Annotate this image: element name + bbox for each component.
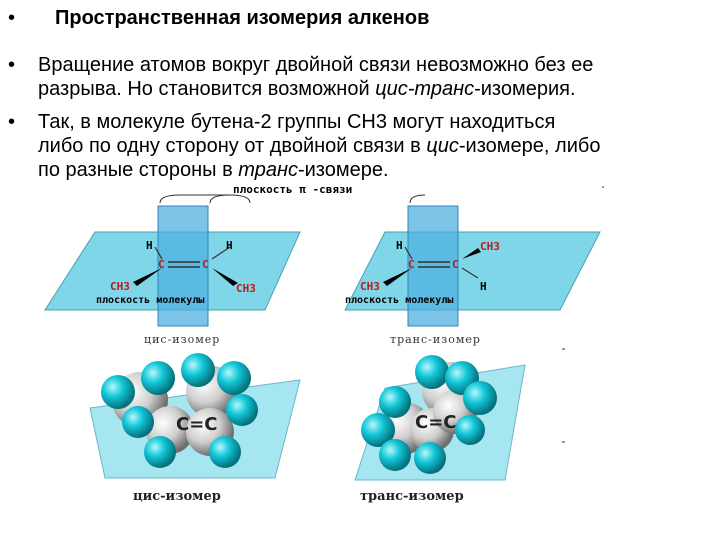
cis-ch3-left: CH3 — [110, 280, 130, 293]
pi-plane-label: плоскость π -связи — [233, 183, 352, 196]
hydrogen-atom — [209, 436, 241, 468]
bottom-trans-caption: транс-изомер — [360, 489, 464, 504]
cis-c-right: C — [202, 258, 209, 271]
bullet-marker: • — [8, 111, 16, 133]
hydrogen-atom — [181, 353, 215, 387]
cis-h-right: H — [226, 239, 233, 252]
cis-scheme: плоскость π -связи H H C C CH3 CH3 плоск… — [44, 183, 352, 346]
hydrogen-atom — [122, 406, 154, 438]
trans-c-right: C — [452, 258, 459, 271]
bullet-3-text: Так, в молекуле бутена-2 группы СН3 могу… — [38, 111, 601, 181]
trans-caption: транс-изомер — [390, 333, 481, 346]
trans-cc-label: C=C — [415, 412, 457, 433]
trans-h-left: H — [396, 239, 403, 252]
cis-c-left: C — [158, 258, 165, 271]
hydrogen-atom — [361, 413, 395, 447]
bullet-marker: • — [8, 54, 16, 76]
molecule-plane-label: плоскость молекулы — [345, 295, 453, 306]
bullet-marker: • — [8, 7, 16, 29]
bottom-cis-caption: цис-изомер — [133, 489, 221, 504]
hydrogen-atom — [463, 381, 497, 415]
cis-h-left: H — [146, 239, 153, 252]
hydrogen-atom — [379, 386, 411, 418]
trans-space-model: C=C транс-изомер — [354, 355, 526, 504]
pi-plane — [157, 205, 209, 327]
hydrogen-atom — [455, 415, 485, 445]
trans-h-right: H — [480, 280, 487, 293]
cis-space-model: C=C цис-изомер — [89, 353, 301, 504]
hydrogen-atom — [217, 361, 251, 395]
cis-ch3-right: CH3 — [236, 282, 256, 295]
hydrogen-atom — [415, 355, 449, 389]
pi-plane — [407, 205, 459, 327]
cis-caption: цис-изомер — [144, 333, 220, 346]
cis-cc-label: C=C — [176, 414, 218, 435]
trans-c-left: C — [408, 258, 415, 271]
molecule-plane-label: плоскость молекулы — [96, 295, 204, 306]
trans-ch3-left: CH3 — [360, 280, 380, 293]
hydrogen-atom — [141, 361, 175, 395]
trans-scheme: H CH3 C C CH3 H плоскость молекулы транс… — [344, 194, 601, 346]
hydrogen-atom — [226, 394, 258, 426]
trans-ch3-right: CH3 — [480, 240, 500, 253]
slide-title: Пространственная изомерия алкенов — [55, 7, 430, 29]
hydrogen-atom — [144, 436, 176, 468]
hydrogen-atom — [101, 375, 135, 409]
hydrogen-atom — [414, 442, 446, 474]
hydrogen-atom — [379, 439, 411, 471]
bullet-2-text: Вращение атомов вокруг двойной связи нев… — [38, 54, 594, 100]
